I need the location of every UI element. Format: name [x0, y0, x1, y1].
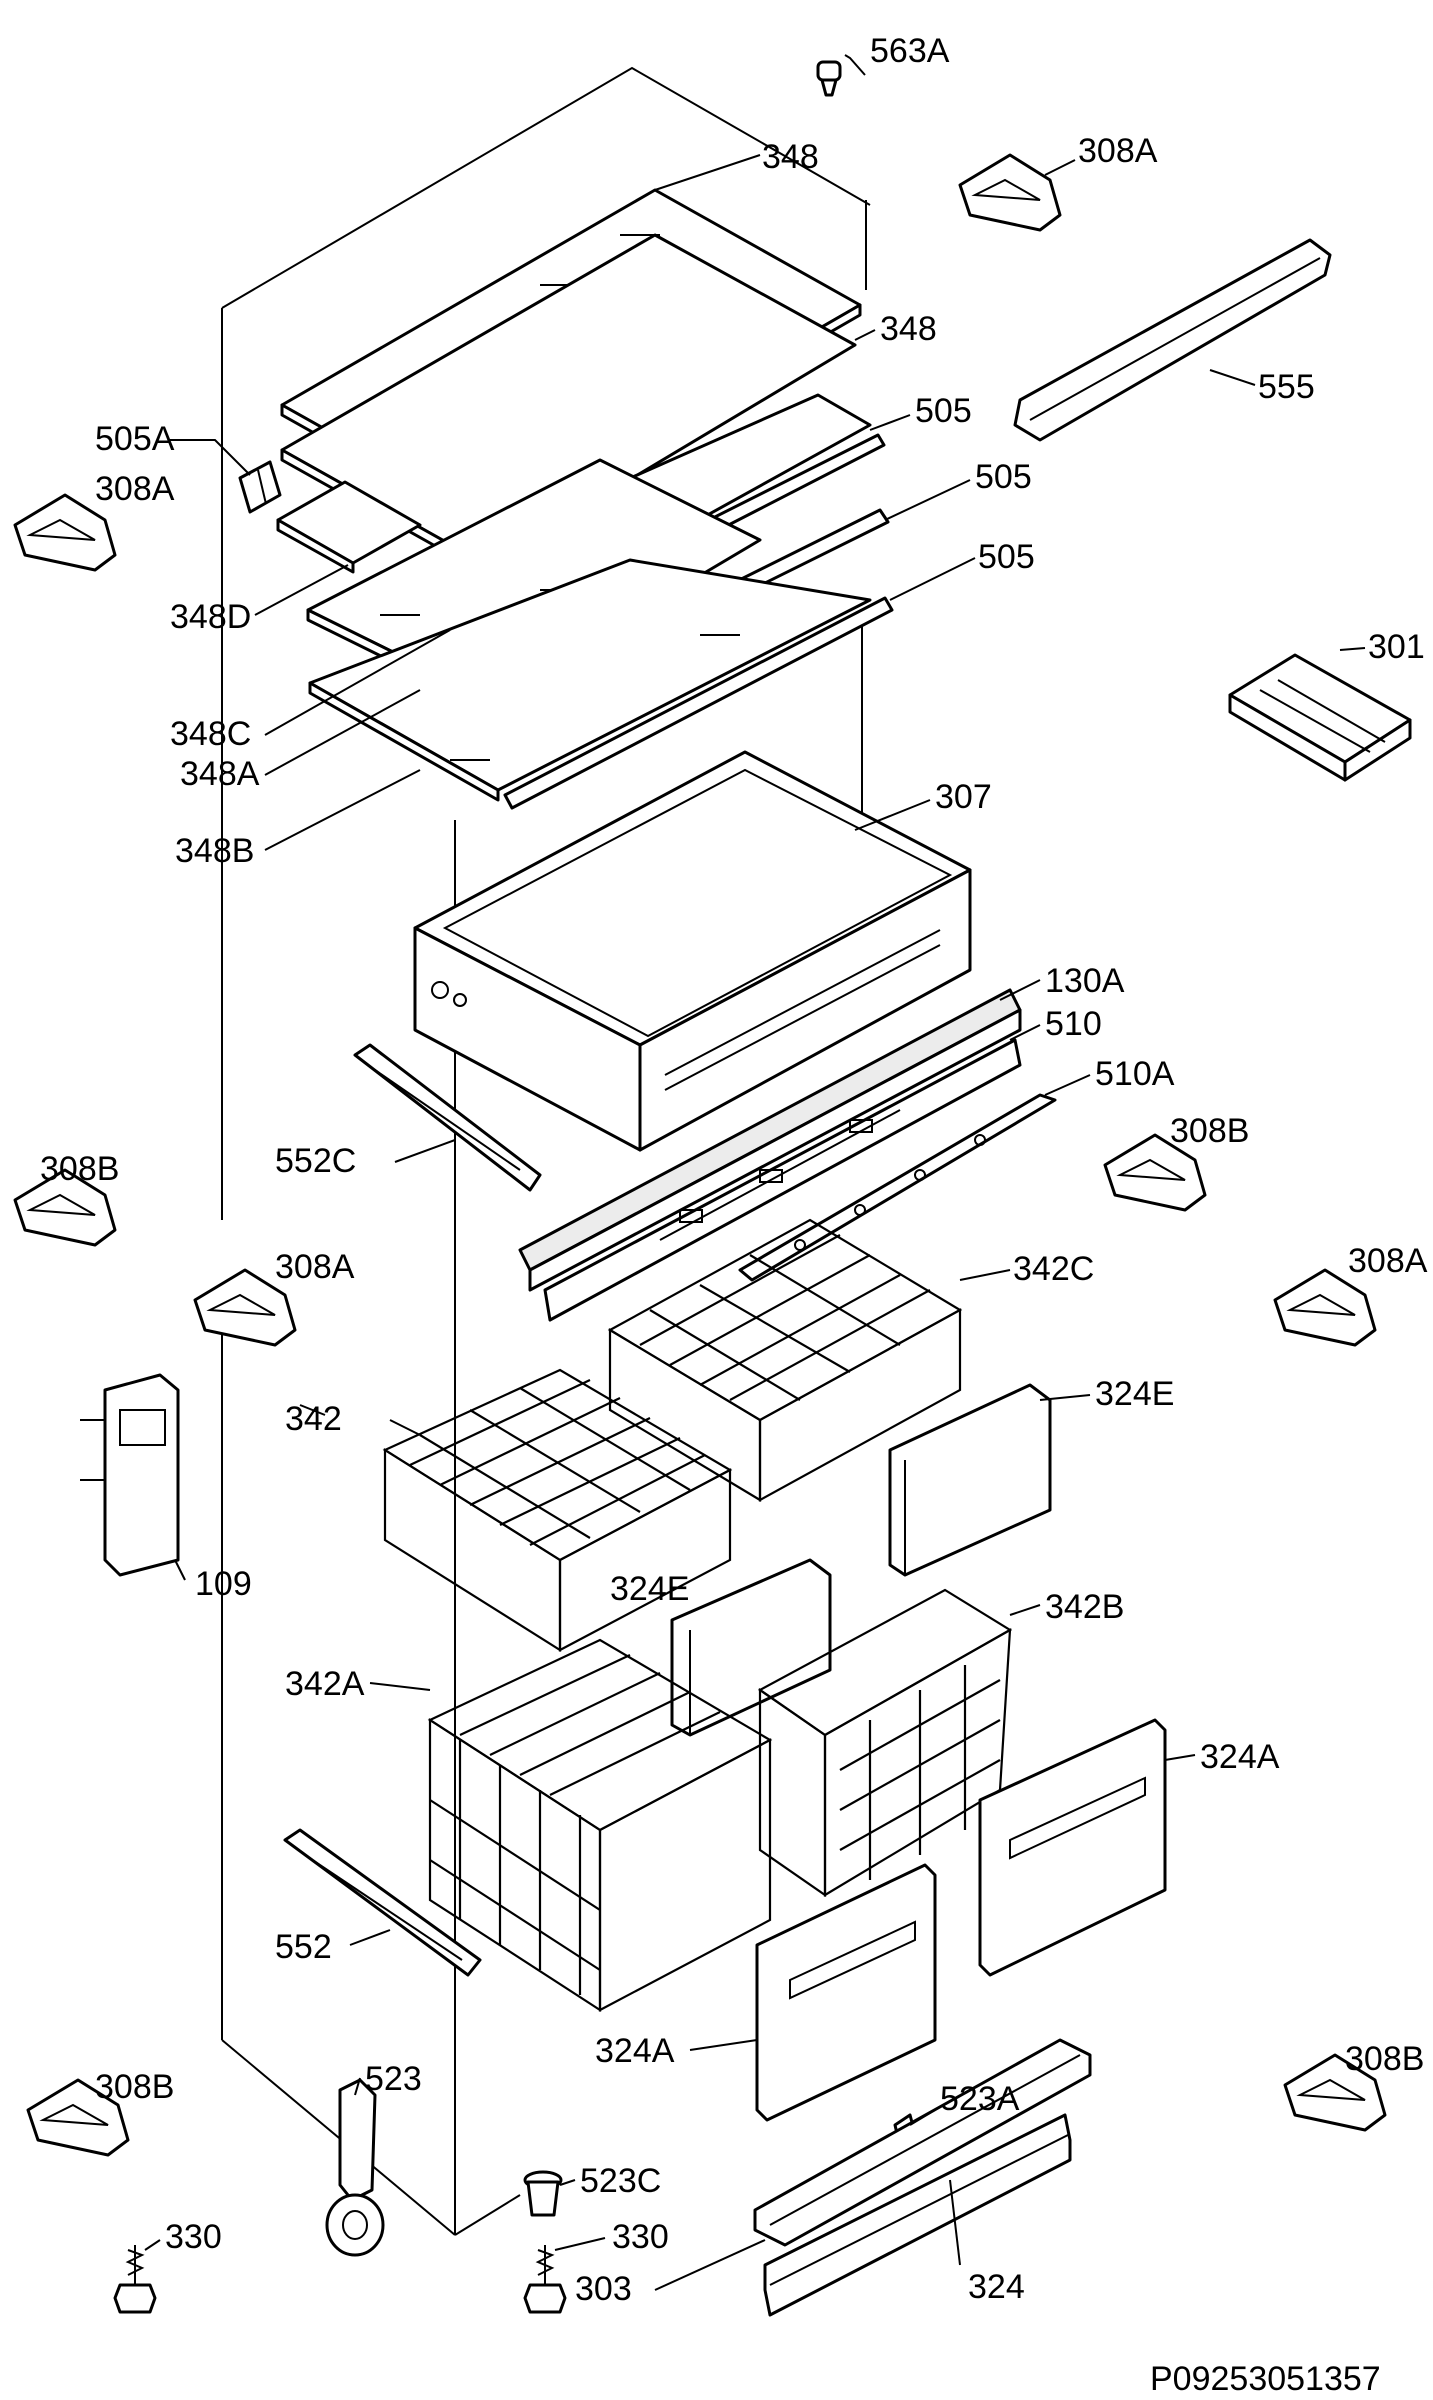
- label-342a: 342A: [285, 1665, 365, 1703]
- control-panel-510a: [738, 1093, 1057, 1282]
- screw-330-right: [523, 2245, 567, 2314]
- label-324a-middle: 324A: [595, 2032, 675, 2070]
- front-strip-130a: [518, 988, 1022, 1292]
- bracket-308b-left: [13, 1168, 117, 1247]
- label-348a: 348A: [180, 755, 260, 793]
- label-330-left: 330: [165, 2218, 222, 2256]
- label-348c: 348C: [170, 715, 251, 753]
- bracket-308b-bottom-left: [26, 2078, 130, 2157]
- label-308b-left: 308B: [40, 1150, 119, 1188]
- basket-342b: [757, 1588, 1013, 1898]
- base-plate-303: [753, 2038, 1092, 2247]
- label-308b-bottom-left: 308B: [95, 2068, 174, 2106]
- label-342c: 342C: [1013, 1250, 1094, 1288]
- slide-rail-552: [283, 1828, 482, 1977]
- bracket-308b-bottom-right: [1283, 2053, 1387, 2132]
- control-panel-510: [543, 1038, 1022, 1322]
- label-324e-right: 324E: [1095, 1375, 1174, 1413]
- diagram-code: P09253051357: [1150, 2360, 1381, 2398]
- label-342b: 342B: [1045, 1588, 1124, 1626]
- bracket-308a-right: [1273, 1268, 1377, 1347]
- label-505-first: 505: [915, 392, 972, 430]
- label-324e-middle: 324E: [610, 1570, 689, 1608]
- bushing-523c: [523, 2170, 563, 2217]
- cabinet-outline: [221, 66, 871, 2236]
- label-308a-right: 308A: [1348, 1242, 1428, 1280]
- flap-324e-middle: [670, 1558, 832, 1737]
- label-510a: 510A: [1095, 1055, 1175, 1093]
- label-552c: 552C: [275, 1142, 356, 1180]
- bracket-308a-top-right: [958, 153, 1062, 232]
- basket-342c: [607, 1218, 963, 1502]
- drawer-307: [413, 750, 972, 1152]
- slide-rail-552c: [353, 1043, 542, 1192]
- part-labels: 563A 348 308A 348 555 505A 505 308A 505 …: [40, 32, 1428, 2398]
- label-505a: 505A: [95, 420, 175, 458]
- label-324: 324: [968, 2268, 1025, 2306]
- label-308a-mid: 308A: [275, 1248, 355, 1286]
- label-505-second: 505: [975, 458, 1032, 496]
- label-523: 523: [365, 2060, 422, 2098]
- basket-342: [382, 1368, 733, 1652]
- side-cover-109: [80, 1373, 180, 1577]
- glass-shelf-348b: [308, 558, 894, 810]
- foot-523: [325, 2078, 385, 2257]
- flap-324e-right: [888, 1383, 1052, 1577]
- door-panel-324a-middle: [755, 1863, 937, 2122]
- label-109: 109: [195, 1565, 252, 1603]
- label-342: 342: [285, 1400, 342, 1438]
- leader-lines: [144, 54, 1366, 2291]
- label-308a-top-right: 308A: [1078, 132, 1158, 170]
- label-308b-bottom-right: 308B: [1345, 2040, 1424, 2078]
- rail-505a: [238, 460, 282, 514]
- label-348-top: 348: [762, 138, 819, 176]
- door-panel-324a-right: [978, 1718, 1167, 1977]
- kick-plate-324: [763, 2113, 1072, 2317]
- bracket-308a-left: [13, 493, 117, 572]
- label-563a: 563A: [870, 32, 950, 70]
- label-555: 555: [1258, 368, 1315, 406]
- label-330-right: 330: [612, 2218, 669, 2256]
- label-308a-left: 308A: [95, 470, 175, 508]
- bracket-308b-right: [1103, 1133, 1207, 1212]
- screw-330-left: [113, 2245, 157, 2314]
- label-552: 552: [275, 1928, 332, 1966]
- rail-555: [1013, 238, 1332, 442]
- label-303: 303: [575, 2270, 632, 2308]
- bracket-308a-mid: [193, 1268, 297, 1347]
- label-523c: 523C: [580, 2162, 661, 2200]
- label-510: 510: [1045, 1005, 1102, 1043]
- ice-tray-301: [1228, 653, 1412, 782]
- label-348d: 348D: [170, 598, 251, 636]
- label-308b-right: 308B: [1170, 1112, 1249, 1150]
- label-324a-right: 324A: [1200, 1738, 1280, 1776]
- label-523a: 523A: [940, 2080, 1020, 2118]
- plug-563a: [816, 60, 842, 97]
- label-505-third: 505: [978, 538, 1035, 576]
- label-348-second: 348: [880, 310, 937, 348]
- glass-shelf-348d: [276, 480, 422, 574]
- basket-342a: [427, 1638, 773, 2013]
- label-348b: 348B: [175, 832, 254, 870]
- label-130a: 130A: [1045, 962, 1125, 1000]
- label-307: 307: [935, 778, 992, 816]
- label-301: 301: [1368, 628, 1425, 666]
